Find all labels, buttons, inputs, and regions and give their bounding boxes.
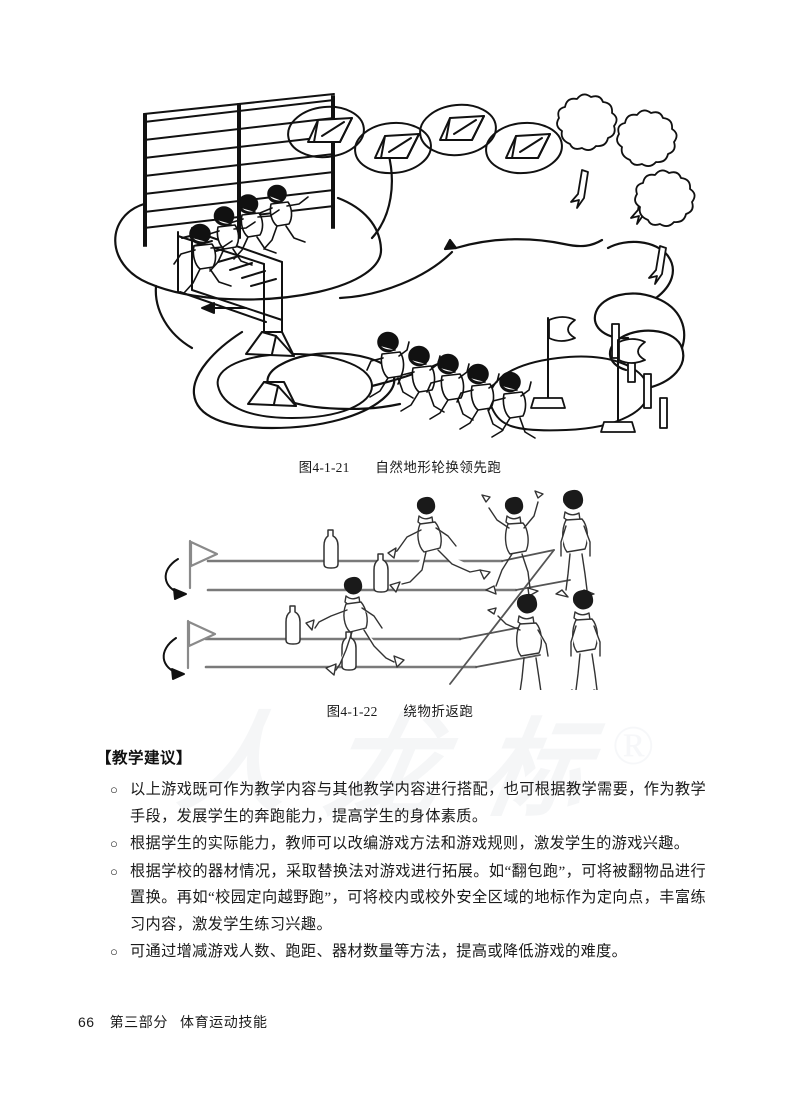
figure-one-title: 自然地形轮换领先跑 xyxy=(375,460,502,475)
route-arrow-left xyxy=(201,302,247,314)
list-item: ○ 根据学生的实际能力，教师可以改编游戏方法和游戏规则，激发学生的游戏兴趣。 xyxy=(96,831,706,858)
bullet-circle-icon: ○ xyxy=(110,782,119,797)
flag-poles xyxy=(530,316,646,433)
list-item: ○ 根据学校的器材情况，采取替换法对游戏进行拓展。如“翻包跑”，可将被翻物品进行… xyxy=(96,859,706,939)
footer-section-label: 体育运动技能 xyxy=(179,1014,268,1030)
figure-one-number: 图4-1-21 xyxy=(298,460,350,475)
track-end-line xyxy=(449,549,571,685)
route-path-loop xyxy=(114,146,686,432)
bullet-circle-icon: ○ xyxy=(110,863,119,879)
turn-flags xyxy=(186,539,219,670)
footer-part-label: 第三部分 xyxy=(109,1014,168,1030)
page-number: 66 xyxy=(78,1014,95,1030)
bottle-markers xyxy=(285,529,389,671)
runner-group-front xyxy=(173,184,309,294)
suggestion-list: ○ 以上游戏既可作为教学内容与其他教学内容进行搭配，也可根据教学需要，作为教学手… xyxy=(96,777,706,966)
waiting-students xyxy=(481,489,601,690)
trees xyxy=(556,93,696,285)
list-item: ○ 可通过增减游戏人数、跑距、器材数量等方法，提高或降低游戏的难度。 xyxy=(96,939,706,966)
figure-natural-terrain-relay xyxy=(96,86,704,454)
figure-two-caption: 图4-1-22 绕物折返跑 xyxy=(0,700,800,720)
figure-shuttle-run-around-objects xyxy=(150,484,650,690)
mat-obstacles xyxy=(287,103,563,175)
list-item-text: 根据学生的实际能力，教师可以改编游戏方法和游戏规则，激发学生的游戏兴趣。 xyxy=(130,835,690,852)
list-item-text: 可通过增减游戏人数、跑距、器材数量等方法，提高或降低游戏的难度。 xyxy=(130,943,628,960)
runner-group-rear xyxy=(366,331,536,439)
figure-two-number: 图4-1-22 xyxy=(326,704,378,719)
list-item-text: 根据学校的器材情况，采取替换法对游戏进行拓展。如“翻包跑”，可将被翻物品进行置换… xyxy=(130,862,706,933)
bullet-circle-icon: ○ xyxy=(110,836,119,851)
page-footer: 66 第三部分 体育运动技能 xyxy=(78,1012,268,1032)
fence-obstacle xyxy=(143,93,335,247)
list-item: ○ 以上游戏既可作为教学内容与其他教学内容进行搭配，也可根据教学需要，作为教学手… xyxy=(96,777,706,830)
running-student-lower xyxy=(305,576,405,676)
teaching-suggestions-section: 【教学建议】 ○ 以上游戏既可作为教学内容与其他教学内容进行搭配，也可根据教学需… xyxy=(96,746,706,967)
section-heading-teaching-suggestions: 【教学建议】 xyxy=(96,750,193,767)
figure-one-caption: 图4-1-21 自然地形轮换领先跑 xyxy=(0,456,800,476)
bullet-circle-icon: ○ xyxy=(110,944,119,959)
running-student-upper xyxy=(387,496,491,593)
list-item-text: 以上游戏既可作为教学内容与其他教学内容进行搭配，也可根据教学需要，作为教学手段，… xyxy=(130,781,706,825)
cone-obstacles xyxy=(245,331,297,407)
turnaround-arrows xyxy=(162,558,187,680)
figure-two-title: 绕物折返跑 xyxy=(403,704,474,719)
